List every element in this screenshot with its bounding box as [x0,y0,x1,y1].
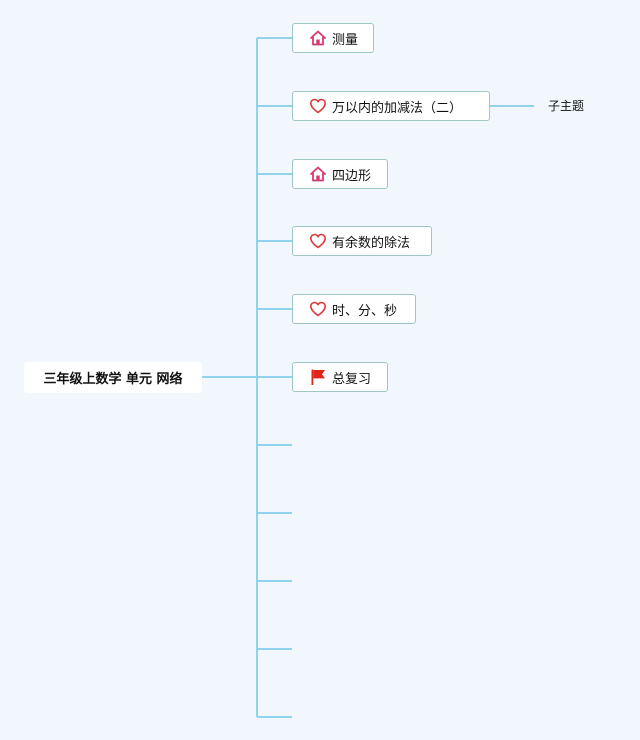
subtopic[interactable]: 子主题 [548,97,584,114]
home-icon [309,165,327,183]
topic-label: 万以内的加减法（二） [332,100,463,116]
flag-icon [309,368,327,386]
home-icon [309,29,327,47]
subtopic-label: 子主题 [548,99,585,113]
topic-label: 测量 [332,32,359,48]
topic-review[interactable]: 总复习 [292,362,388,392]
topic-quadrilateral[interactable]: 四边形 [292,159,388,189]
topic-time[interactable]: 时、分、秒 [292,294,416,324]
topic-label: 四边形 [332,168,372,184]
root-topic-label: 三年级上数学 单元 网络 [43,372,183,387]
topic-label: 时、分、秒 [332,303,398,319]
topic-label: 有余数的除法 [332,235,411,251]
heart-icon [309,97,327,115]
topic-label: 总复习 [332,371,372,387]
topic-measurement[interactable]: 测量 [292,23,374,53]
root-topic[interactable]: 三年级上数学 单元 网络 [24,362,202,393]
heart-icon [309,300,327,318]
topic-addition-subtraction[interactable]: 万以内的加减法（二） [292,91,490,121]
heart-icon [309,232,327,250]
topic-division-remainder[interactable]: 有余数的除法 [292,226,432,256]
